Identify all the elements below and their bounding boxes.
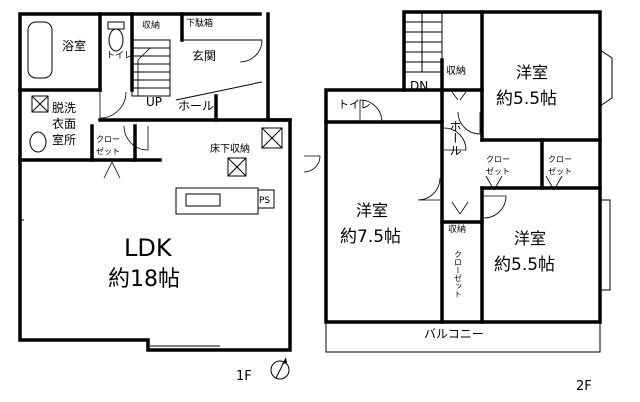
floor2-door-swings	[359, 91, 563, 219]
western-ne-size: 約5.5帖	[496, 89, 557, 109]
entrance-label: 玄関	[192, 48, 216, 63]
closet-1f-label-1: クロー	[96, 135, 120, 144]
underfloor-storage-box	[227, 127, 283, 177]
balcony-label: バルコニー	[424, 327, 484, 341]
floor1-stairs	[131, 39, 171, 97]
floor2-plan: トイレ DN 収納 ホール 洋室 約5.5帖 洋室 約7.5帖 洋室 約5.5帖…	[324, 10, 613, 394]
bay-window	[599, 49, 613, 107]
closet-2f-a-line2: ゼット	[486, 166, 510, 176]
washbasin-icon	[29, 131, 47, 153]
closet-2f-b-line1: クロー	[548, 155, 572, 164]
western-se-name: 洋室	[514, 229, 546, 248]
storage-entry-label: 収納	[142, 19, 160, 31]
balcony-outline	[325, 322, 601, 353]
bathtub-icon	[27, 21, 53, 79]
floor2-label: 2F	[576, 379, 592, 394]
ldk-size-label: 約18帖	[108, 267, 180, 292]
closet-1f-label-2: ゼット	[96, 146, 120, 156]
kitchen-counter	[175, 187, 275, 215]
floor2-inner-walls	[324, 10, 602, 324]
western-w-size: 約7.5帖	[340, 227, 401, 247]
closet-2f-a-line1: クロー	[486, 155, 510, 164]
floor1-door-swings	[99, 39, 321, 179]
dressing-storage-box	[31, 95, 49, 113]
floor2-stairs	[403, 11, 443, 73]
closet-vertical-label: クローゼット	[454, 250, 463, 298]
ldk-name-label: LDK	[124, 234, 173, 262]
closet-2f-b-line2: ゼット	[548, 166, 572, 176]
shoe-storage-label: 下駄箱	[186, 17, 213, 29]
dressing-label-2: 衣面	[52, 116, 76, 131]
hall-1f-label: ホール	[178, 99, 214, 113]
storage-top-label: 収納	[446, 64, 466, 77]
hall-2f-label: ホール	[448, 120, 462, 156]
floor1-label: 1F	[236, 369, 252, 384]
toilet-1f-label: トイレ	[106, 51, 133, 61]
storage-mid-label: 収納	[448, 223, 466, 235]
up-label: UP	[146, 95, 162, 109]
underfloor-storage-label: 床下収納	[210, 142, 250, 155]
dressing-label-1: 脱洗	[52, 100, 76, 115]
floor1-plan: 浴室 トイレ 収納 下駄箱 玄関 UP ホール 脱洗 衣面 室所 クロー ゼット…	[18, 12, 321, 384]
western-ne-name: 洋室	[516, 63, 548, 82]
toilet-2f-label: トイレ	[338, 98, 371, 111]
compass-icon	[270, 357, 290, 380]
western-se-size: 約5.5帖	[494, 255, 555, 275]
dressing-label-3: 室所	[52, 132, 76, 147]
western-w-name: 洋室	[356, 201, 388, 220]
dn-label: DN	[410, 79, 428, 93]
toilet-icon	[108, 28, 124, 52]
bath-label: 浴室	[62, 38, 86, 53]
pantry-label: PS	[259, 196, 270, 206]
